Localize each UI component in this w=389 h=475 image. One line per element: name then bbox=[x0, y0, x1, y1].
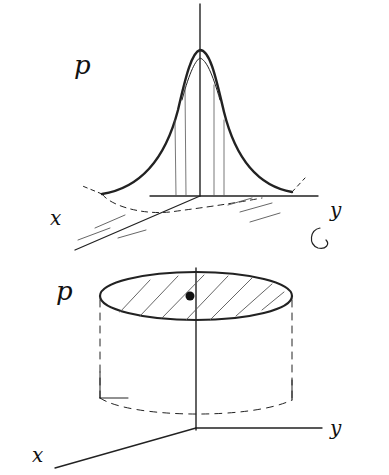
x-axis-label: x bbox=[32, 445, 43, 465]
density-axis-label: p bbox=[56, 278, 73, 304]
y-axis-label: y bbox=[330, 418, 341, 438]
y-axis-label: y bbox=[330, 200, 341, 220]
density-axis-label: p bbox=[74, 52, 91, 78]
x-axis-label: x bbox=[50, 208, 61, 228]
